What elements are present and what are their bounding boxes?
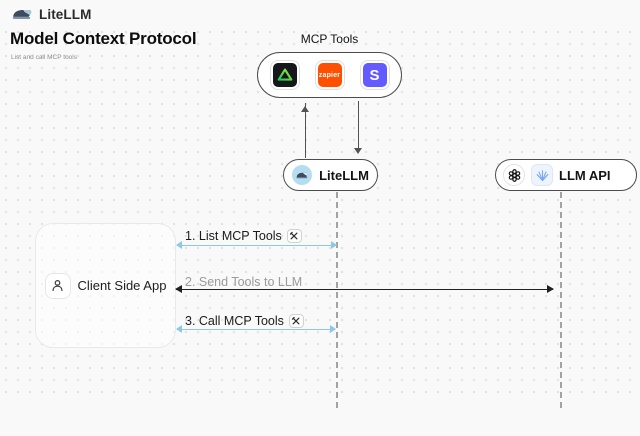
arrow-litellm-to-mcp: [301, 103, 310, 158]
llm-api-node: LLM API: [495, 159, 637, 191]
litellm-train-icon: [12, 10, 32, 20]
brand-name: LiteLLM: [39, 7, 92, 22]
client-side-app-label: Client Side App: [77, 278, 167, 293]
crossed-tools-icon: [286, 229, 302, 243]
mcp-tools-label: MCP Tools: [300, 32, 359, 46]
arrow-send-tools-to-llm: [175, 284, 554, 293]
brand: LiteLLM: [12, 7, 91, 22]
llm-api-lifeline: [560, 192, 562, 408]
litellm-node-label: LiteLLM: [319, 167, 369, 183]
green-triangle-icon: [277, 68, 292, 81]
message-1-label: 1. List MCP Tools: [185, 229, 282, 243]
client-side-app-node: Client Side App: [35, 223, 176, 348]
message-2: 2. Send Tools to LLM: [185, 275, 302, 289]
litellm-lifeline: [336, 192, 338, 408]
stripe-icon: S: [362, 63, 387, 87]
message-3: 3. Call MCP Tools: [185, 314, 304, 328]
openai-icon: [503, 164, 525, 186]
litellm-node-icon: [292, 165, 313, 185]
arrow-call-mcp-tools: [176, 324, 336, 333]
message-3-label: 3. Call MCP Tools: [185, 314, 284, 328]
llm-provider-icon: [531, 164, 553, 186]
mcp-tool-green-triangle: [269, 60, 300, 90]
zapier-icon: zapier: [317, 63, 342, 87]
crossed-tools-icon: [288, 314, 304, 328]
message-1: 1. List MCP Tools: [185, 229, 302, 243]
mcp-tool-stripe: S: [359, 60, 390, 90]
mcp-tool-zapier: zapier: [314, 60, 345, 90]
litellm-node: LiteLLM: [283, 159, 378, 191]
mcp-tools-node: zapier S: [257, 52, 402, 98]
page-subtitle: List and call MCP tools: [11, 54, 77, 61]
message-2-label: 2. Send Tools to LLM: [185, 275, 303, 289]
page-title: Model Context Protocol: [10, 29, 197, 48]
arrow-mcp-to-litellm: [354, 101, 363, 154]
llm-api-node-label: LLM API: [559, 167, 611, 183]
arrow-list-mcp-tools: [176, 240, 337, 249]
person-icon: [44, 272, 71, 299]
